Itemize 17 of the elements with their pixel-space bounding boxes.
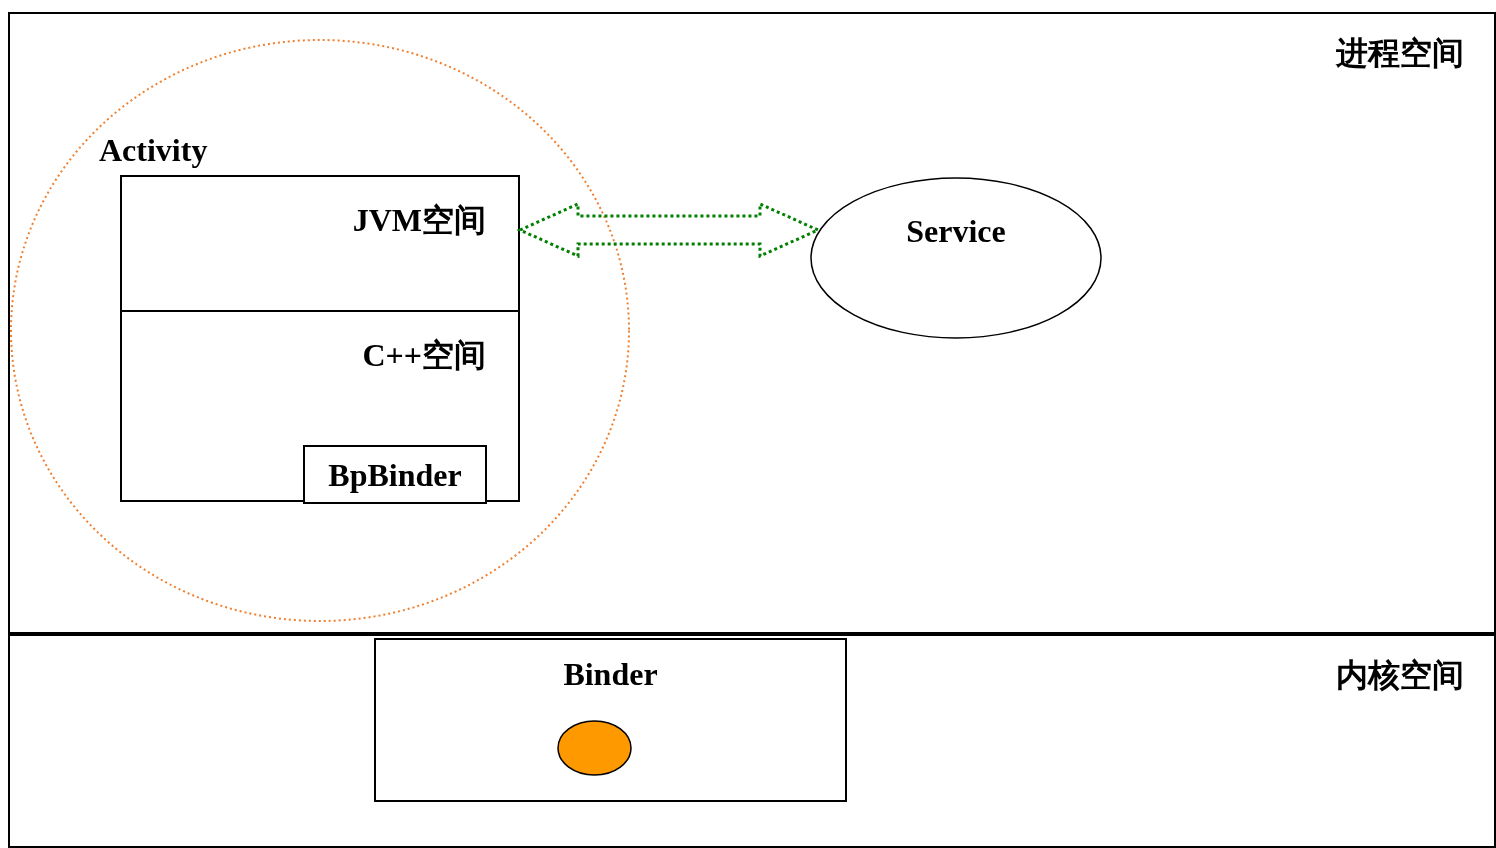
bpbinder-box — [303, 445, 487, 504]
node-label: Activity — [99, 132, 208, 169]
jvm-space-box — [120, 175, 520, 312]
node-label: 进程空间 — [1336, 34, 1464, 73]
binder-box — [374, 638, 847, 802]
node-label: C++空间 — [362, 336, 486, 375]
node-label: Service — [905, 213, 1007, 250]
service-ellipse — [810, 177, 1102, 339]
node-label: JVM空间 — [352, 201, 486, 240]
node-label: 内核空间 — [1336, 656, 1464, 695]
kernel-space-panel — [8, 634, 1496, 848]
node-label: BpBinder — [327, 457, 463, 494]
cpp-space-box — [120, 310, 520, 502]
process-space-panel — [8, 12, 1496, 634]
node-label: Binder — [562, 656, 659, 693]
activity-circle — [10, 39, 630, 622]
binder-circle — [557, 720, 632, 776]
